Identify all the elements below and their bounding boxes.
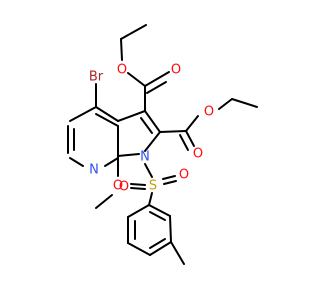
bond-oether-ch2-lower: [218, 98, 233, 110]
methoxy-oxygen-label: O: [113, 179, 123, 194]
bond-n1-c7a: [117, 153, 140, 157]
bond-c3-c2-double-inner: [140, 117, 153, 134]
bond-c3-c2-double: [144, 110, 161, 133]
pyridine-nitrogen-label: N: [89, 163, 99, 178]
bond-carbonyl-o-upper-double-inner: [146, 81, 167, 94]
pyrrole-nitrogen-label: N: [140, 150, 150, 165]
bond-c2-carbonyl-lower: [159, 130, 187, 133]
bond-oether-ch2-upper: [120, 38, 123, 61]
bond-methoxy-o-ch3: [95, 194, 113, 209]
bond-c6-n-pyridine: [69, 157, 84, 167]
bond-ch2-ch3-upper: [120, 24, 147, 40]
bond-ar2-ar3: [169, 215, 172, 243]
bond-ar1-ar2: [148, 204, 171, 217]
bond-ar6-ar1: [127, 204, 150, 218]
bond-ar4-ar5: [127, 242, 151, 256]
bond-s-o-right-double-inner: [163, 180, 177, 185]
bond-s-o-left-double-inner: [130, 187, 146, 190]
bond-n-pyridine-c7: [104, 157, 119, 167]
upper-ester-group: [120, 24, 170, 112]
bond-c7a-c4-double: [95, 113, 119, 127]
pyrrole-ring: [117, 110, 161, 157]
bond-c3a-c3: [117, 110, 146, 122]
bond-carbonyl-oether-lower: [185, 115, 199, 132]
sulfonyl-oxygen-left-label: O: [119, 180, 129, 195]
sulfur-atom-label: S: [149, 179, 157, 194]
bond-c4-c5: [69, 106, 97, 122]
bond-ar1-ar2-inner: [149, 211, 166, 221]
lower-ether-oxygen-label: O: [204, 105, 214, 120]
bond-carbonyl-oether-upper: [127, 72, 146, 87]
upper-carbonyl-oxygen-label: O: [171, 63, 181, 78]
pyridine-ring: [67, 106, 119, 167]
bromine-atom-label: Br: [89, 70, 104, 85]
bond-carbonyl-o-upper-double: [144, 71, 170, 87]
bond-ar3-ar4: [149, 241, 172, 256]
tolyl-ring: [127, 204, 185, 265]
methoxy-group: [95, 157, 119, 209]
bond-carbonyl-o-lower-double: [185, 130, 195, 147]
bond-s-o-right-double: [162, 175, 176, 180]
bond-s-aryl: [148, 192, 153, 206]
sulfonyl-oxygen-right-label: O: [179, 168, 189, 183]
lower-ester-group: [159, 98, 258, 151]
upper-ether-oxygen-label: O: [117, 63, 127, 78]
bond-s-o-left-double: [130, 183, 146, 186]
bond-c2-n1: [144, 131, 161, 152]
bond-carbonyl-o-lower-double-inner: [179, 134, 189, 151]
bond-ar-methyl: [170, 241, 185, 265]
bond-ch2-ch3-lower: [231, 98, 258, 108]
bond-n1-s: [144, 163, 153, 178]
bond-c4-c3a: [95, 106, 119, 122]
bond-ar3-ar4-inner: [149, 238, 166, 249]
chemical-structure-diagram: Br O O O O N N O S O O: [67, 24, 258, 265]
sulfonyl-group: [130, 163, 177, 206]
lower-carbonyl-oxygen-label: O: [193, 147, 203, 162]
